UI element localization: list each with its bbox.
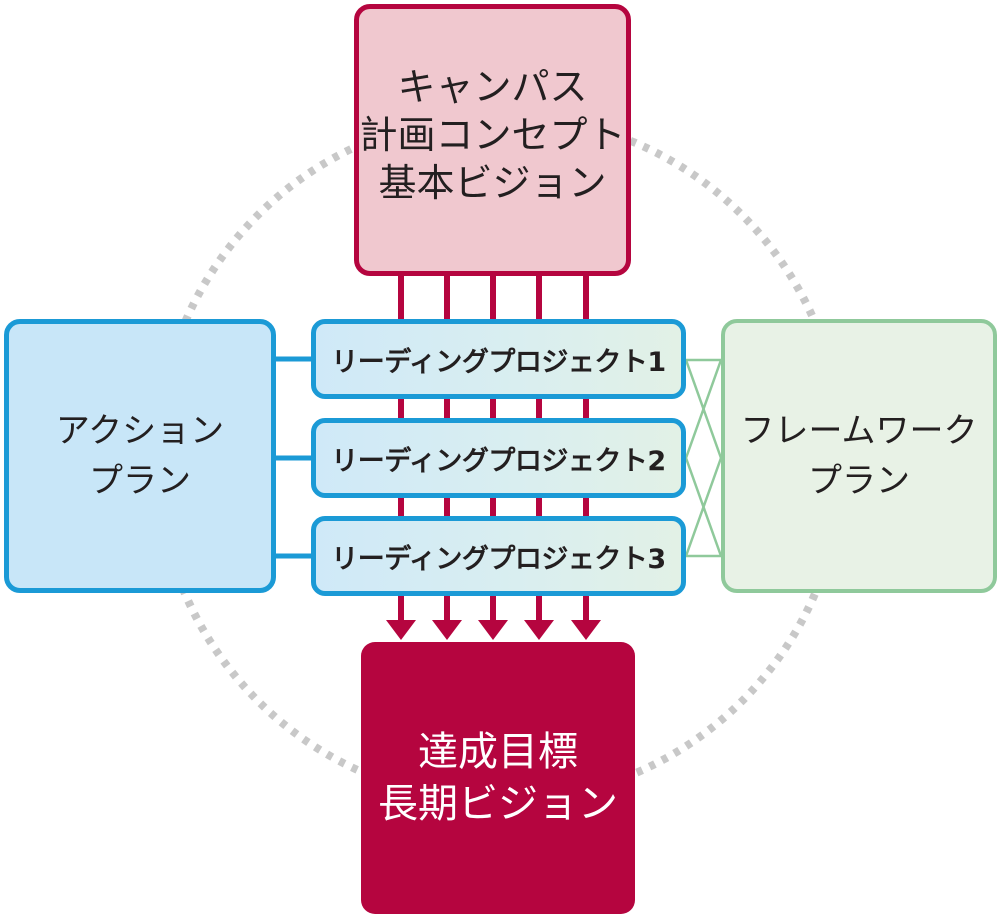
campus-concept-line-2: 計画コンセプト — [359, 113, 626, 157]
arrow-head-5 — [571, 620, 601, 640]
framework-link-f — [684, 457, 723, 557]
leading-project-1-label: リーディングプロジェクト1 — [331, 346, 666, 378]
arrow-head-3 — [478, 620, 508, 640]
leading-project-3: リーディングプロジェクト3 — [311, 516, 686, 596]
leading-project-2: リーディングプロジェクト2 — [311, 418, 686, 498]
action-plan-line-1: アクション — [55, 411, 225, 451]
leading-project-1: リーディングプロジェクト1 — [311, 319, 686, 399]
framework-plan-links — [684, 358, 723, 558]
framework-link-d — [684, 359, 723, 459]
leading-project-2-label: リーディングプロジェクト2 — [331, 445, 666, 477]
goal-vision-line-2: 長期ビジョン — [378, 781, 618, 827]
goal-vision-box: 達成目標 長期ビジョン — [361, 642, 635, 914]
arrow-head-4 — [524, 620, 554, 640]
campus-concept-box: キャンパス 計画コンセプト 基本ビジョン — [354, 4, 631, 276]
action-plan-line-2: プラン — [89, 461, 191, 501]
leading-project-3-label: リーディングプロジェクト3 — [331, 543, 666, 575]
campus-concept-line-3: 基本ビジョン — [378, 161, 607, 205]
arrow-head-2 — [432, 620, 462, 640]
action-plan-box: アクション プラン — [4, 319, 276, 593]
action-plan-links — [276, 356, 311, 559]
framework-plan-line-2: プラン — [808, 461, 910, 501]
campus-concept-line-1: キャンパス — [397, 65, 588, 109]
framework-plan-line-1: フレームワーク — [740, 411, 978, 451]
framework-plan-box: フレームワーク プラン — [721, 319, 997, 593]
arrow-head-1 — [386, 620, 416, 640]
goal-vision-line-1: 達成目標 — [418, 729, 578, 775]
